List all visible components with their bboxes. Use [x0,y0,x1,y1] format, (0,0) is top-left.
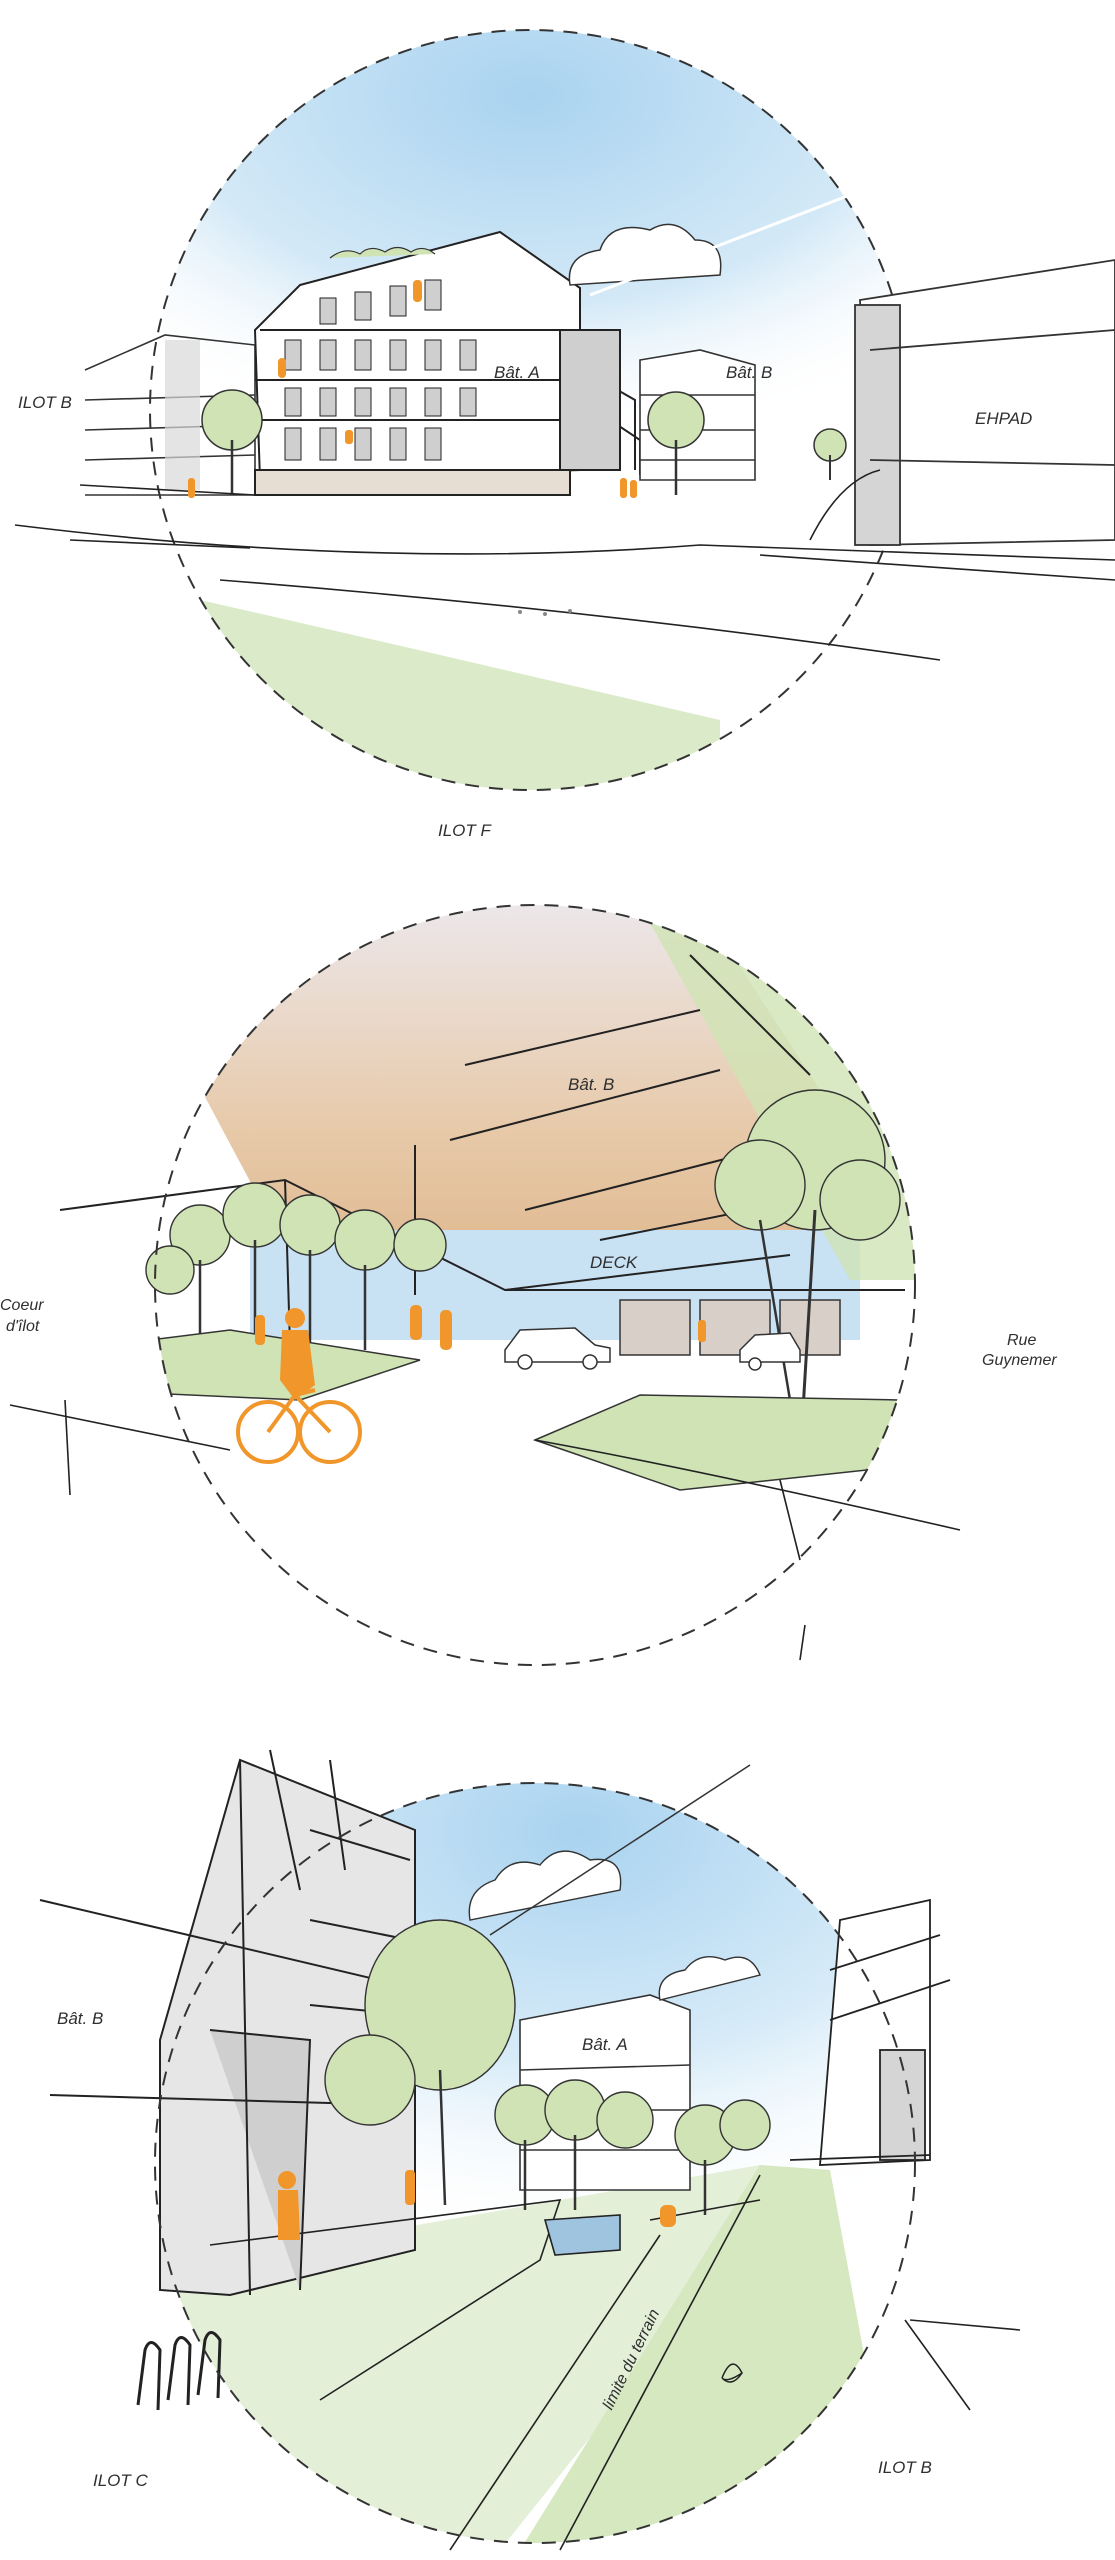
label-bat-b-middle: Bât. B [568,1075,615,1094]
label-ehpad: EHPAD [975,409,1033,428]
label-ilot-f: ILOT F [438,821,491,840]
sketch-2 [9,904,961,1666]
label-coeur-line2: d'îlot [6,1318,40,1335]
label-ilot-c: ILOT C [93,2471,148,2490]
label-bat-a-top: Bât. A [494,363,540,382]
label-rue-line1: Rue [1007,1332,1037,1349]
bike-racks [136,2331,222,2411]
view-circle-3 [154,1782,916,2544]
label-bat-a-bottom: Bât. A [582,2035,628,2054]
label-rue-line2: Guynemer [982,1352,1057,1369]
label-bat-b-bottom: Bât. B [57,2009,104,2028]
label-bat-b-top: Bât. B [726,363,773,382]
signature-scribble [721,2363,743,2383]
sketch-1 [14,29,1115,791]
sketch-3 [39,1749,1021,2551]
label-ilot-b-top: ILOT B [18,393,72,412]
label-coeur-line1: Coeur [0,1297,44,1314]
label-ilot-b-bottom: ILOT B [878,2458,932,2477]
label-deck: DECK [590,1253,638,1272]
view-circle-2 [154,904,916,1666]
